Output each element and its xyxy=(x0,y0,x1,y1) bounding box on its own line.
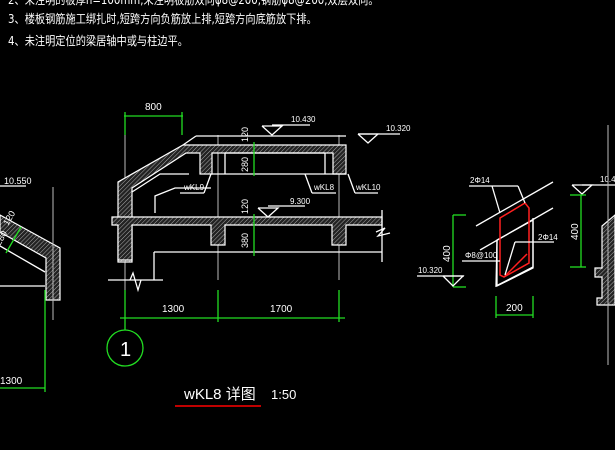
elev-right: 10.320 xyxy=(386,124,411,133)
beam-label-wkl9: wKL9 xyxy=(183,183,205,192)
axis-number: 1 xyxy=(120,339,131,361)
drawing-title: wKL8 详图 1:50 xyxy=(175,386,296,407)
right-height: 400 xyxy=(570,223,581,240)
dim-span-1: 1300 xyxy=(162,304,185,315)
dim-beam-depth-top: 280 xyxy=(240,157,250,172)
detail-elev: 10.320 xyxy=(418,266,443,275)
rebar-top-label: 2Φ14 xyxy=(470,176,490,185)
rebar-side-label: 2Φ14 xyxy=(538,233,558,242)
dim-beam-depth-floor: 380 xyxy=(240,233,250,248)
left-partial-section: 10.550 120 280 1300 xyxy=(0,176,61,392)
left-span: 1300 xyxy=(0,376,23,387)
beam-detail: 2Φ14 2Φ14 Φ8@100 400 10.320 200 xyxy=(417,176,558,318)
elev-floor: 9.300 xyxy=(290,197,311,206)
stirrup-label: Φ8@100 xyxy=(465,251,498,260)
dim-span-2: 1700 xyxy=(270,304,293,315)
detail-width: 200 xyxy=(506,303,523,314)
beam-label-wkl8: wKL8 xyxy=(313,183,335,192)
title-scale: 1:50 xyxy=(271,387,296,402)
dim-slab-thk-floor: 120 xyxy=(240,199,250,214)
dim-slab-thk-top: 120 xyxy=(240,127,250,142)
beam-label-wkl10: wKL10 xyxy=(355,183,381,192)
dim-overhang: 800 xyxy=(145,102,162,113)
right-partial-section: 10.430 400 xyxy=(570,125,615,365)
title-label: wKL8 详图 xyxy=(183,386,256,403)
detail-height: 400 xyxy=(442,245,453,262)
note-3: 3、楼板钢筋施工绑扎时,短跨方向负筋放上排,短跨方向底筋放下排。 xyxy=(8,12,317,26)
elev-top: 10.430 xyxy=(291,115,316,124)
note-2: 2、未注明的板厚h=100mm,未注明板筋双向φ8@200,钢筋φ8@200,双… xyxy=(8,0,379,7)
elev-left: 10.550 xyxy=(4,176,32,186)
note-4: 4、未注明定位的梁居轴中或与柱边平。 xyxy=(8,34,188,48)
axis-bubble xyxy=(106,329,144,367)
main-section: 10.430 10.320 9.300 wKL9 wKL8 wKL10 800 … xyxy=(106,102,411,367)
left-slope-depth: 280 xyxy=(0,229,9,247)
